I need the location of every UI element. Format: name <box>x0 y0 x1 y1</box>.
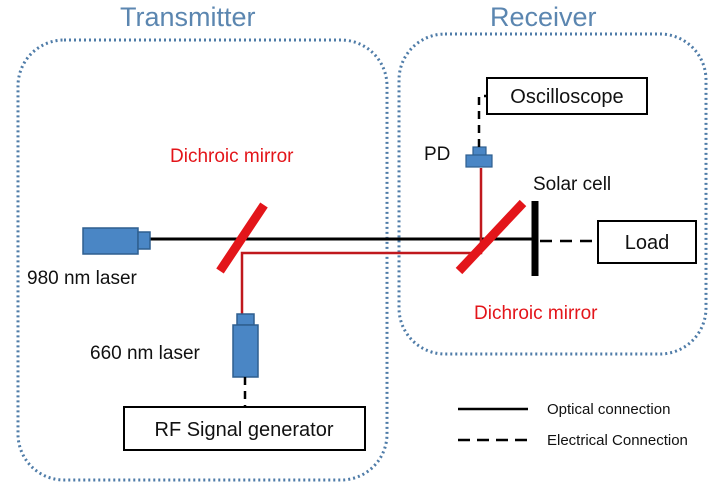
photodetector-base <box>465 154 493 168</box>
legend-electrical-label: Electrical Connection <box>547 432 688 449</box>
laser-660nm-label: 660 nm laser <box>90 343 201 364</box>
laser-660nm-body <box>232 324 259 378</box>
load-label: Load <box>625 232 670 254</box>
solar-cell-label: Solar cell <box>533 174 611 195</box>
dichroic-mirror-transmitter-label: Dichroic mirror <box>170 146 294 167</box>
laser-980nm-aperture <box>137 231 151 250</box>
load-box <box>597 220 697 264</box>
laser-660nm-aperture <box>236 313 255 326</box>
transmitter-title: Transmitter <box>120 2 256 32</box>
receiver-title: Receiver <box>490 2 597 32</box>
rf-generator-box <box>123 406 366 451</box>
beam-660nm <box>240 168 483 314</box>
pd-label: PD <box>424 144 450 165</box>
wire-pd-oscilloscope <box>477 94 487 147</box>
oscilloscope-label: Oscilloscope <box>510 86 623 108</box>
dichroic-mirror-receiver-label: Dichroic mirror <box>474 303 598 324</box>
laser-980nm-body <box>82 227 139 255</box>
oscilloscope-box <box>486 77 648 115</box>
dichroic-mirror-transmitter <box>216 202 268 274</box>
laser-980nm-label: 980 nm laser <box>27 268 138 289</box>
receiver-boundary <box>397 32 708 356</box>
rf-generator-label: RF Signal generator <box>155 419 334 441</box>
dichroic-mirror-receiver <box>455 199 527 275</box>
legend-optical-label: Optical connection <box>547 401 670 418</box>
